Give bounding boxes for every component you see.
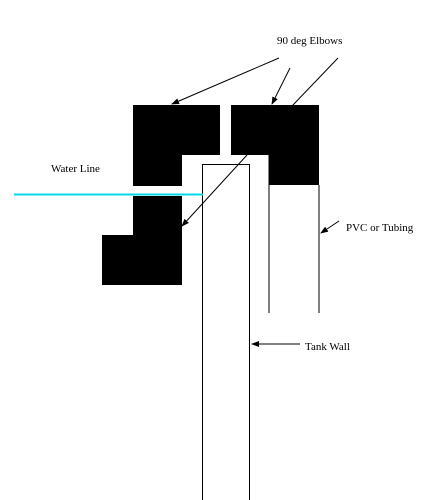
elbows-label: 90 deg Elbows (277, 35, 342, 47)
elbow-arrow-left (171, 57, 280, 105)
left-elbow-bottom (102, 196, 182, 285)
elbow-arrow-lower (181, 154, 248, 227)
left-elbow-top (133, 105, 220, 186)
pvc-arrow (320, 220, 340, 234)
right-elbow (231, 105, 319, 185)
tank-wall (202, 164, 250, 500)
elbow-arrow-middle (271, 67, 291, 105)
elbow-arrow-right (291, 57, 339, 107)
water-line-label: Water Line (51, 163, 100, 175)
tank-wall-label: Tank Wall (305, 341, 350, 353)
pvc-tubing-label: PVC or Tubing (346, 222, 414, 234)
